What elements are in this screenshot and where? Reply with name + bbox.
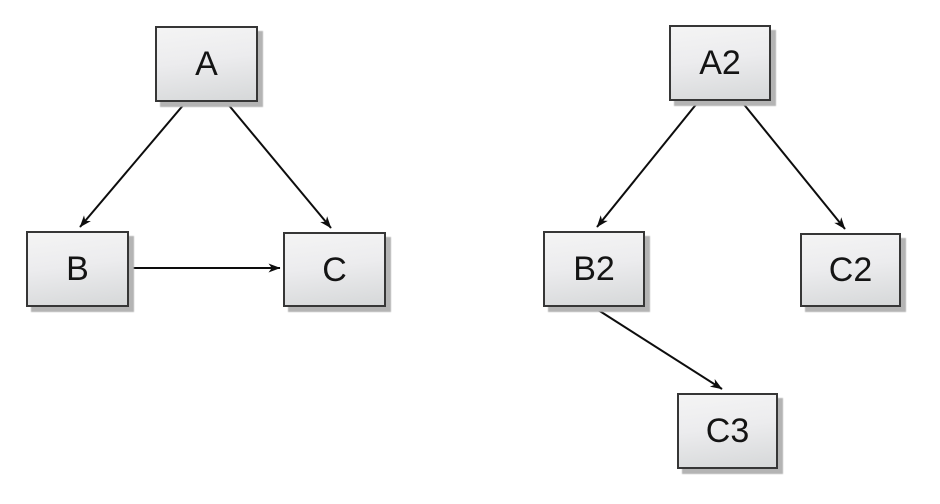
node-A2: A2 (669, 25, 771, 101)
node-C: C (283, 232, 386, 307)
edge-A-to-B (79, 102, 186, 228)
edge-A-to-C (226, 102, 332, 229)
edge-B2-to-C3 (594, 307, 723, 390)
node-label-C: C (322, 250, 347, 289)
node-label-C3: C3 (705, 412, 750, 450)
node-label-A2: A2 (699, 44, 741, 82)
node-label-C2: C2 (828, 251, 873, 289)
edge-A2-to-C2 (741, 101, 846, 230)
node-B2: B2 (543, 231, 645, 307)
node-B: B (26, 231, 129, 307)
node-C2: C2 (800, 233, 901, 307)
node-A: A (155, 26, 258, 102)
node-label-B: B (66, 250, 89, 288)
node-C3: C3 (677, 393, 778, 469)
node-label-A: A (195, 45, 218, 83)
node-label-B2: B2 (573, 250, 615, 288)
edge-A2-to-B2 (596, 101, 699, 228)
